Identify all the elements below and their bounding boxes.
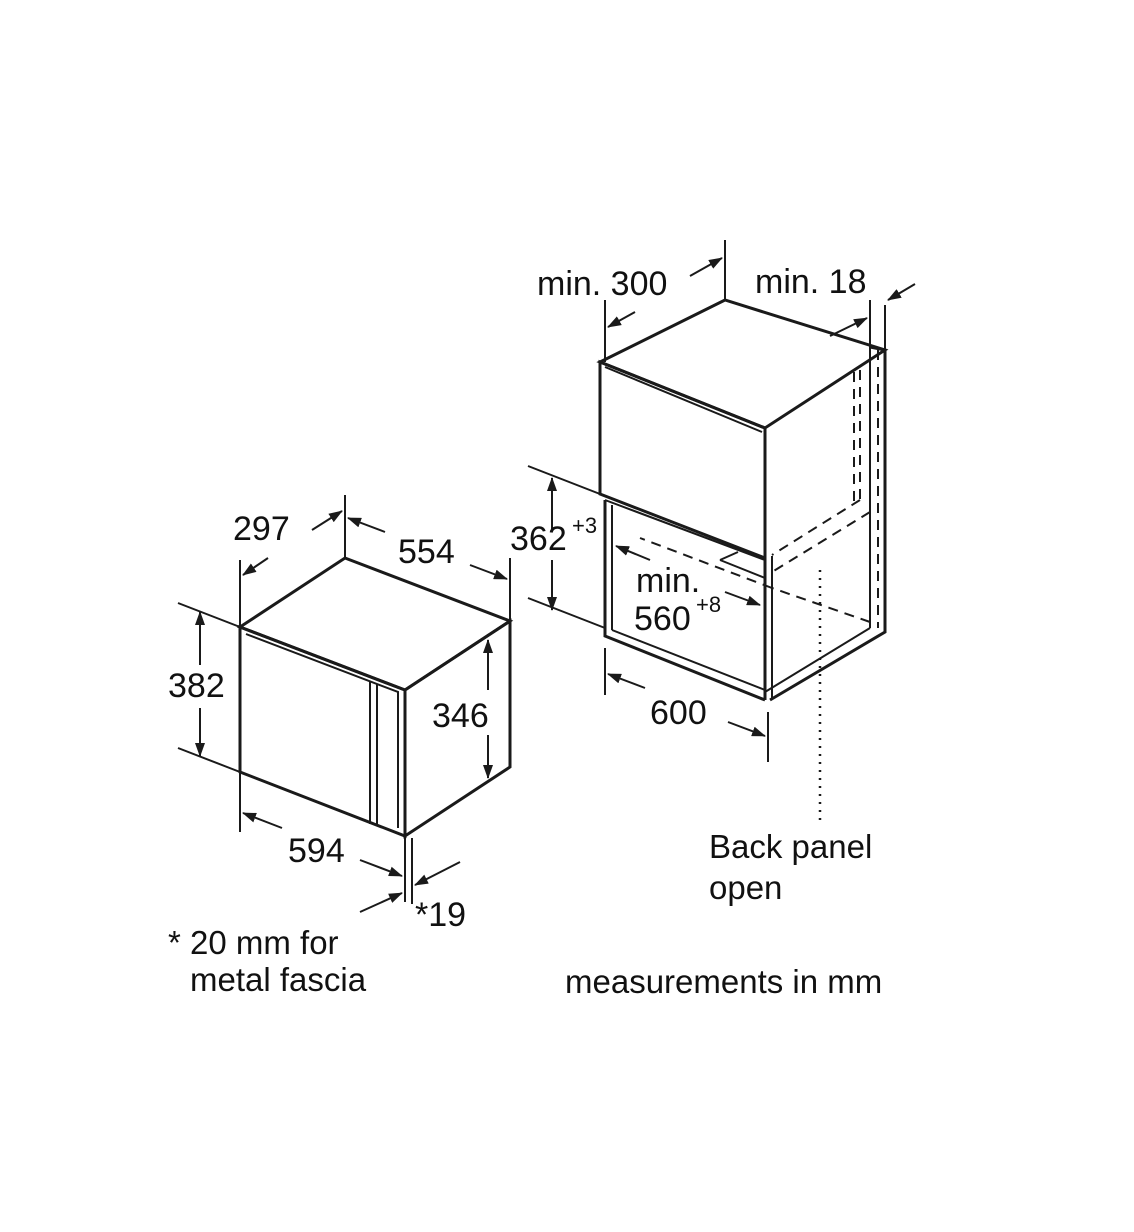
appliance-dimensions: [177, 495, 511, 913]
niche-min-depth-label: min. 300: [537, 265, 667, 303]
niche-depth-tolerance: +8: [696, 592, 721, 617]
appliance-fascia-label: *19: [415, 896, 466, 934]
appliance-drawing: [236, 556, 514, 839]
niche-height-tolerance: +3: [572, 513, 597, 538]
appliance-depth-label: 297: [233, 510, 290, 548]
niche-depth-prefix: min.: [636, 562, 700, 600]
niche-depth-label: 560: [634, 600, 691, 638]
notes: * 20 mm for metal fascia Back panel open…: [168, 828, 882, 1000]
cabinet-dimensions: [527, 240, 916, 762]
niche-min-gap-label: min. 18: [755, 263, 867, 301]
fascia-note-line1: * 20 mm for: [168, 924, 339, 961]
appliance-width-label: 594: [288, 832, 345, 870]
back-panel-note-line2: open: [709, 869, 782, 906]
cabinet-drawing: [596, 298, 889, 825]
appliance-height-label: 382: [168, 667, 225, 705]
appliance-labels: 382 297 554 346 594 *19: [168, 510, 489, 934]
niche-height-label: 362: [510, 520, 567, 558]
fascia-note-line2: metal fascia: [190, 961, 367, 998]
cabinet-labels: min. 300 min. 18 362 +3 min. 560 +8 600: [510, 263, 867, 732]
units-note: measurements in mm: [565, 963, 882, 1000]
appliance-inner-height-label: 346: [432, 697, 489, 735]
back-panel-note-line1: Back panel: [709, 828, 872, 865]
appliance-total-depth-label: 554: [398, 533, 455, 571]
niche-width-label: 600: [650, 694, 707, 732]
